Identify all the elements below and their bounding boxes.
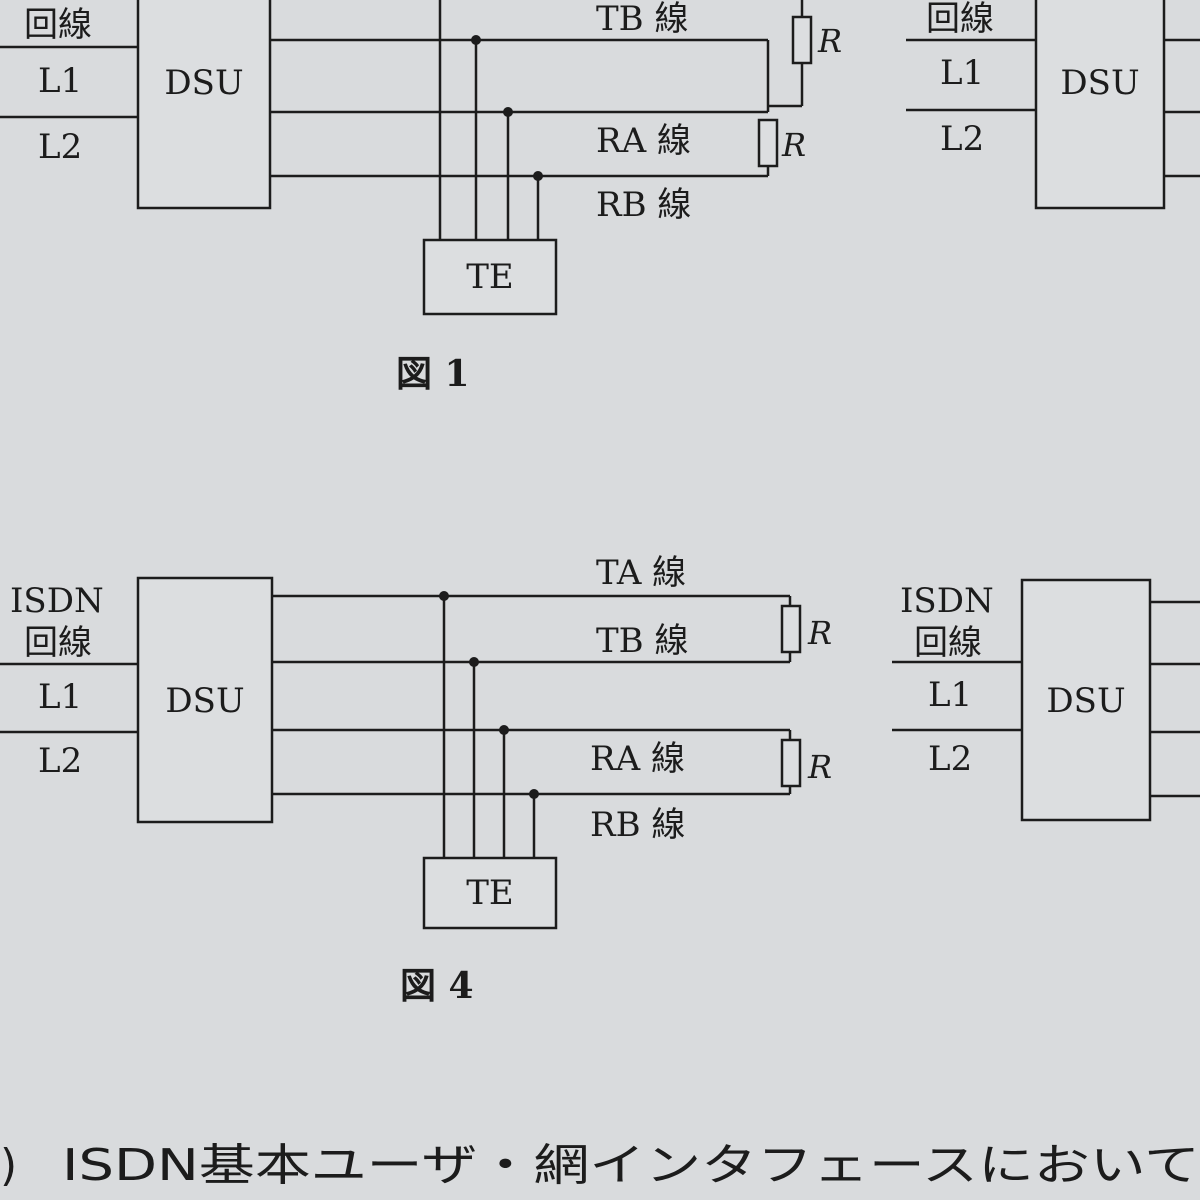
- fig4-right-label-isdn: ISDN: [900, 581, 994, 621]
- fig1-tb-label: TB 線: [596, 0, 688, 39]
- fig4-right-label-kaisen: 回線: [914, 623, 982, 663]
- figure-1: 回線 L1 L2 DSU R R TB 線 RA 線 RB 線 T: [0, 0, 1200, 395]
- fig4-node-rb: [529, 789, 539, 799]
- fig4-rb-label: RB 線: [590, 805, 685, 845]
- fig1-right-label-l1: L1: [940, 53, 984, 93]
- fig4-right-dsu-box: [1020, 578, 1152, 822]
- fig1-right-label-l2: L2: [940, 119, 984, 159]
- fig4-label-l1: L1: [38, 677, 82, 717]
- fig1-resistor-1-label: R: [817, 22, 842, 60]
- fig1-right-label-kaisen: 回線: [926, 0, 994, 39]
- fig1-caption: 図 1: [396, 353, 470, 395]
- fig1-resistor-2: [757, 118, 779, 168]
- fig1-node-rb: [533, 171, 543, 181]
- fig4-resistor-1: [780, 604, 802, 654]
- fig4-label-kaisen: 回線: [24, 623, 92, 663]
- fig4-node-ta: [439, 591, 449, 601]
- fig1-dsu-box: [136, 0, 272, 210]
- fig1-resistor-1: [791, 15, 813, 65]
- fig4-label-l2: L2: [38, 741, 82, 781]
- fig1-label-kaisen: 回線: [24, 5, 92, 45]
- fig1-ra-label: RA 線: [596, 121, 691, 161]
- fig4-right-label-l2: L2: [928, 739, 972, 779]
- fig4-right-label-l1: L1: [928, 675, 972, 715]
- fig1-right-dsu-label: DSU: [1060, 63, 1139, 103]
- fig4-resistor-1-label: R: [807, 614, 832, 652]
- fig4-node-ra: [499, 725, 509, 735]
- fig4-label-isdn: ISDN: [10, 581, 104, 621]
- fig4-dsu-box: [136, 576, 274, 824]
- fig4-caption: 図 4: [400, 965, 474, 1007]
- fig4-te-box: [422, 856, 558, 930]
- fig4-resistor-2-label: R: [807, 748, 832, 786]
- footer-number-mark: ): [0, 1140, 17, 1191]
- fig1-label-l2: L2: [38, 127, 82, 167]
- fig1-te-label: TE: [466, 257, 514, 297]
- fig1-rb-label: RB 線: [596, 185, 691, 225]
- figure-4: ISDN 回線 L1 L2 DSU R R TA 線 TB 線 RA 線 RB …: [0, 553, 1200, 1007]
- fig4-dsu-label: DSU: [165, 681, 244, 721]
- fig4-node-tb: [469, 657, 479, 667]
- fig4-te-label: TE: [466, 873, 514, 913]
- fig1-label-l1: L1: [38, 61, 82, 101]
- fig4-ta-label: TA 線: [596, 553, 686, 593]
- fig4-right-dsu-label: DSU: [1046, 681, 1125, 721]
- fig4-resistor-2: [780, 738, 802, 788]
- fig4-tb-label: TB 線: [596, 621, 688, 661]
- fig1-right-dsu-box: [1034, 0, 1166, 210]
- fig1-dsu-label: DSU: [164, 63, 243, 103]
- fig1-te-box: [422, 238, 558, 316]
- fig1-node-tb: [471, 35, 481, 45]
- fig1-resistor-2-label: R: [781, 126, 806, 164]
- footer-question-text: ISDN基本ユーザ・網インタフェースにおいて: [62, 1140, 1200, 1191]
- fig4-ra-label: RA 線: [590, 739, 685, 779]
- fig1-node-ra: [503, 107, 513, 117]
